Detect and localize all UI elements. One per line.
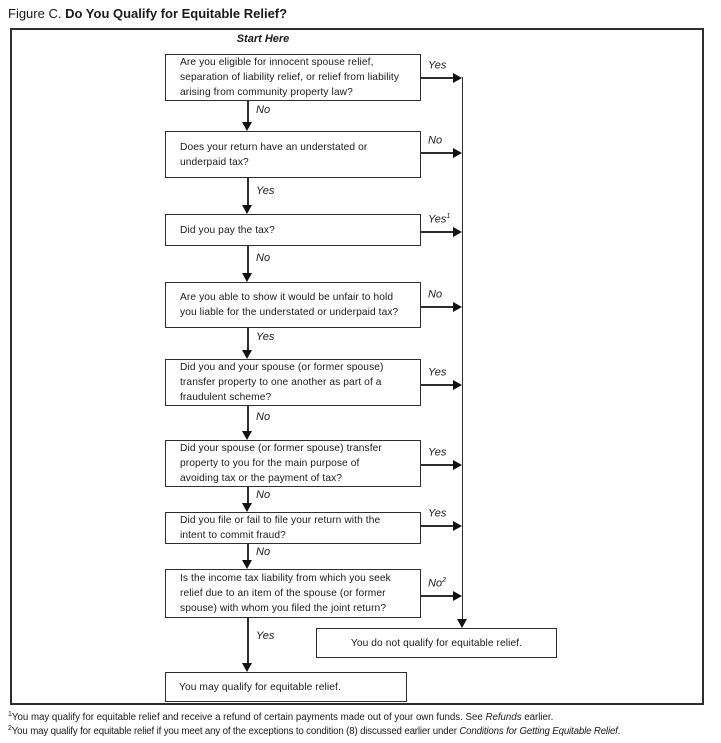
arrow-down-icon [242,431,252,440]
branch-label-no-fn2: No2 [428,577,446,590]
connector-label-no: No [256,546,271,558]
branch-label-no: No [428,288,443,301]
question-text: Are you eligible for innocent spouse rel… [180,57,400,98]
branch-label-yes-fn1: Yes1 [428,213,451,226]
question-text: Did you file or fail to file your return… [180,515,381,541]
branch-label-yes: Yes [428,446,447,459]
arrow-down-icon [242,350,252,359]
connector-line [247,101,249,122]
arrow-right-icon [453,591,462,601]
question-box-eligible-other-relief: Are you eligible for innocent spouse rel… [165,54,421,101]
question-box-liability-item-of-spouse: Is the income tax liability from which y… [165,569,421,618]
connector-label-no: No [256,252,271,264]
question-box-transfer-fraudulent-scheme: Did you and your spouse (or former spous… [165,359,421,406]
connector-label-no: No [256,104,271,116]
connector-line [247,328,249,350]
outcome-text-may-qualify: You may qualify for equitable relief. [179,681,341,693]
start-here-label: Start Here [236,33,290,45]
branch-line [421,77,454,79]
branch-label-yes: Yes [428,507,447,520]
branch-line [421,231,454,233]
connector-line [247,487,249,503]
branch-line [421,152,454,154]
question-box-understated-or-underpaid: Does your return have an understated or … [165,131,421,178]
arrow-right-icon [453,460,462,470]
outcome-box-may-qualify: You may qualify for equitable relief. [165,672,407,702]
question-text: Did you pay the tax? [180,224,275,236]
connector-line [247,246,249,273]
arrow-right-icon [453,302,462,312]
arrow-down-icon [457,619,467,628]
arrow-down-icon [242,205,252,214]
connector-label-yes: Yes [256,630,275,642]
question-box-intent-to-commit-fraud: Did you file or fail to file your return… [165,512,421,544]
branch-line [421,595,454,597]
question-box-unfair-to-hold-liable: Are you able to show it would be unfair … [165,282,421,328]
connector-label-no: No [256,411,271,423]
collector-line [461,77,463,619]
figure-title-prefix: Figure C. [8,6,62,21]
arrow-down-icon [242,663,252,672]
branch-label-yes: Yes [428,59,447,72]
outcome-box-not-qualify: You do not qualify for equitable relief. [316,628,557,658]
figure-title: Figure C. Do You Qualify for Equitable R… [8,6,287,21]
connector-label-yes: Yes [256,331,275,343]
footnote-1: 1You may qualify for equitable relief an… [8,711,554,724]
connector-line [247,406,249,431]
figure-title-main: Do You Qualify for Equitable Relief? [65,6,288,21]
branch-label-no: No [428,134,443,147]
question-text: Is the income tax liability from which y… [180,573,391,614]
branch-line [421,464,454,466]
arrow-down-icon [242,560,252,569]
branch-label-yes: Yes [428,366,447,379]
arrow-down-icon [242,122,252,131]
branch-line [421,525,454,527]
arrow-right-icon [453,380,462,390]
question-text: Are you able to show it would be unfair … [180,292,399,318]
question-text: Does your return have an understated or … [180,141,368,168]
question-box-did-you-pay-tax: Did you pay the tax? [165,214,421,246]
branch-line [421,306,454,308]
connector-label-no: No [256,489,271,501]
arrow-right-icon [453,521,462,531]
arrow-right-icon [453,227,462,237]
connector-line [247,618,249,663]
outcome-text-not-qualify: You do not qualify for equitable relief. [350,637,523,649]
arrow-right-icon [453,73,462,83]
question-text: Did you and your spouse (or former spous… [180,362,384,403]
arrow-down-icon [242,503,252,512]
connector-line [247,544,249,560]
branch-line [421,384,454,386]
arrow-down-icon [242,273,252,282]
connector-label-yes: Yes [256,185,275,197]
question-text: Did your spouse (or former spouse) trans… [180,443,382,484]
footnote-2: 2You may qualify for equitable relief if… [8,725,621,738]
arrow-right-icon [453,148,462,158]
question-box-spouse-transfer-avoid-tax: Did your spouse (or former spouse) trans… [165,440,421,487]
connector-line [247,178,249,205]
